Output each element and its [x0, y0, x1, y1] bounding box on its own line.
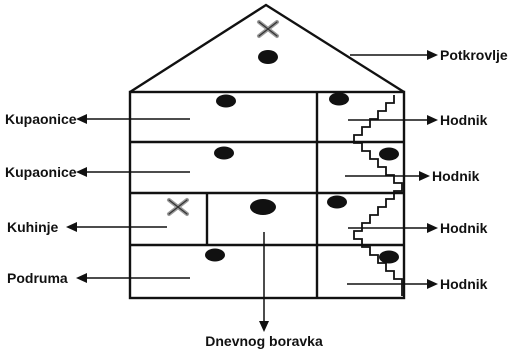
house-outline [128, 90, 406, 300]
label-bathroom-1: Kupaonice [5, 111, 77, 127]
living-room-dot [250, 199, 276, 215]
label-bathroom-2: Kupaonice [5, 164, 77, 180]
label-hallway-2: Hodnik [432, 168, 480, 184]
basement-dot [205, 248, 225, 262]
staircase [353, 95, 403, 296]
roof-outline [129, 3, 405, 94]
label-hallway-1: Hodnik [440, 112, 488, 128]
hall1-dot [329, 92, 349, 106]
label-hallway-3: Hodnik [440, 220, 488, 236]
hall2-dot [379, 147, 399, 161]
label-hallway-4: Hodnik [440, 276, 488, 292]
label-attic: Potkrovlje [440, 47, 508, 63]
attic-dot [258, 50, 278, 64]
floor1-dot [216, 94, 236, 108]
hall4-dot [379, 250, 399, 264]
hall3-dot [327, 195, 347, 209]
label-living-room: Dnevnog boravka [205, 333, 323, 349]
label-basement: Podruma [7, 270, 68, 286]
floor2-dot [214, 146, 234, 160]
label-kitchen: Kuhinje [7, 219, 59, 235]
